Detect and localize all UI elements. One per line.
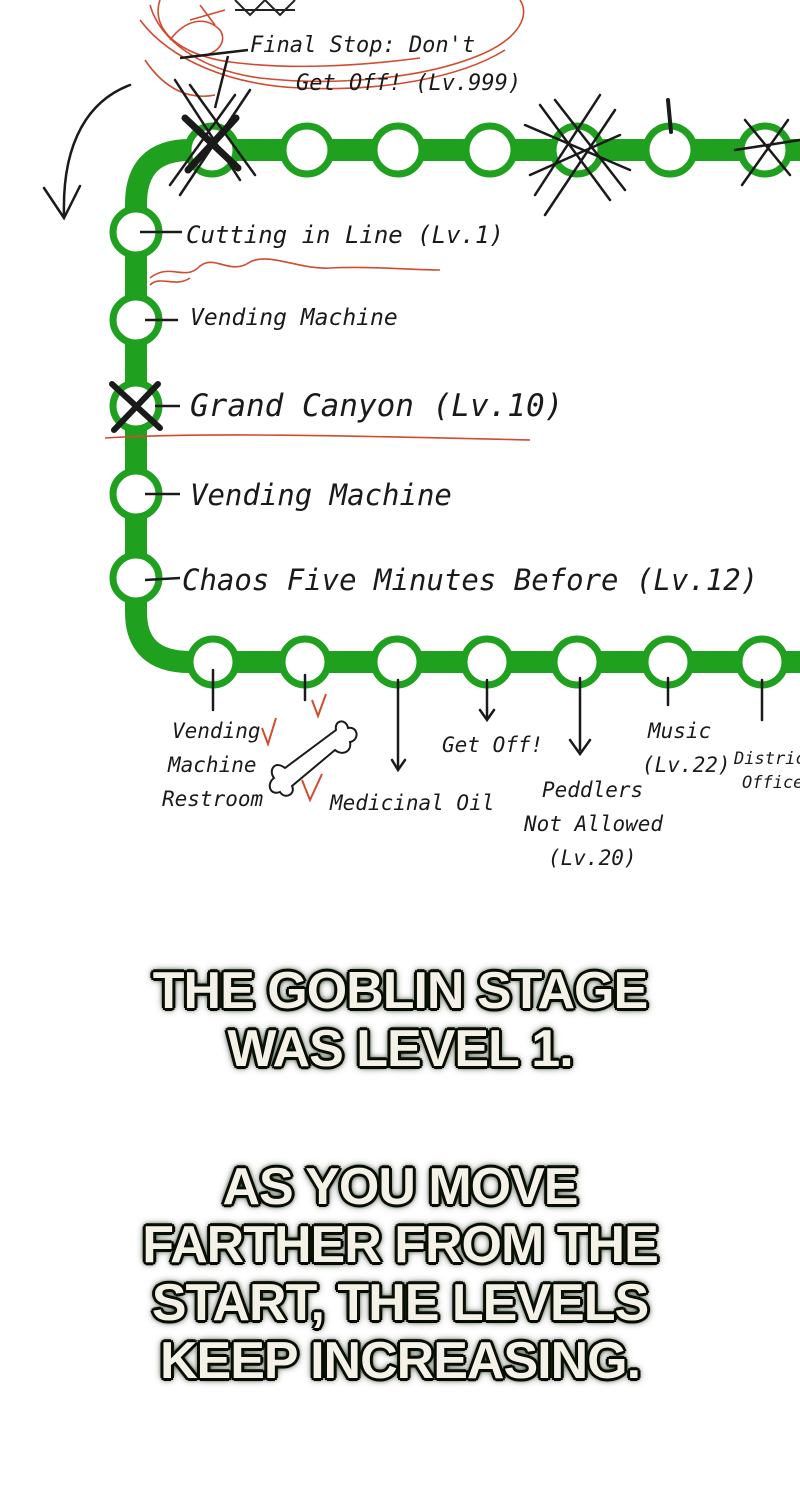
caption-line: START, THE LEVELS bbox=[151, 1274, 649, 1332]
station-top-2[interactable] bbox=[279, 122, 335, 178]
label-vending-machine-1: Vending Machine bbox=[190, 305, 398, 331]
station-peddlers[interactable] bbox=[550, 635, 604, 689]
label-district-office-2: Office bbox=[742, 773, 800, 793]
label-grand-canyon: Grand Canyon (Lv.10) bbox=[190, 388, 563, 424]
caption-line: WAS LEVEL 1. bbox=[227, 1020, 573, 1078]
label-cutting-in-line: Cutting in Line (Lv.1) bbox=[186, 221, 504, 249]
label-peddlers-1: Peddlers bbox=[542, 778, 643, 802]
cross-out-marks bbox=[109, 78, 800, 433]
top-red-scribble bbox=[139, 0, 525, 97]
red-underlines bbox=[104, 258, 531, 441]
station-medicinal-oil-2[interactable] bbox=[370, 635, 424, 689]
label-district-office-1: District bbox=[733, 749, 800, 769]
bottom-labels: Vending Machine Restroom Medicinal Oil G… bbox=[162, 719, 800, 870]
top-black-marks bbox=[234, 0, 296, 17]
red-check-marks bbox=[261, 693, 327, 803]
label-vending-restroom-2: Machine bbox=[167, 753, 257, 777]
bone-icon bbox=[268, 720, 358, 797]
caption-line: AS YOU MOVE bbox=[222, 1158, 578, 1216]
label-vending-restroom-1: Vending bbox=[172, 719, 261, 743]
label-chaos: Chaos Five Minutes Before (Lv.12) bbox=[182, 563, 758, 597]
final-stop-line-2: Get Off! (Lv.999) bbox=[296, 71, 521, 96]
station-top-4[interactable] bbox=[462, 122, 518, 178]
label-music-2: (Lv.22) bbox=[642, 753, 731, 777]
caption-line: THE GOBLIN STAGE bbox=[152, 962, 648, 1020]
caption-paragraph-2: AS YOU MOVE FARTHER FROM THE START, THE … bbox=[0, 1158, 800, 1390]
label-peddlers-2: Not Allowed bbox=[523, 812, 663, 836]
station-get-off[interactable] bbox=[460, 635, 514, 689]
station-chaos[interactable] bbox=[109, 551, 163, 605]
label-connectors bbox=[140, 48, 249, 582]
caption-paragraph-1: THE GOBLIN STAGE WAS LEVEL 1. bbox=[0, 962, 800, 1078]
station-district-office[interactable] bbox=[735, 635, 789, 689]
final-stop-label: Final Stop: Don't Get Off! (Lv.999) bbox=[250, 33, 521, 96]
label-peddlers-3: (Lv.20) bbox=[548, 846, 637, 870]
final-stop-line-1: Final Stop: Don't bbox=[250, 33, 475, 58]
bottom-ticks bbox=[211, 668, 764, 773]
left-labels: Cutting in Line (Lv.1) Vending Machine G… bbox=[182, 221, 758, 597]
station-top-3[interactable] bbox=[370, 122, 426, 178]
label-vending-restroom-3: Restroom bbox=[162, 787, 264, 811]
label-vending-machine-2: Vending Machine bbox=[190, 478, 452, 512]
caption-line: KEEP INCREASING. bbox=[159, 1332, 641, 1390]
direction-arrow bbox=[42, 83, 132, 221]
caption-line: FARTHER FROM THE bbox=[142, 1216, 659, 1274]
label-music-1: Music bbox=[647, 719, 711, 743]
label-medicinal-oil: Medicinal Oil bbox=[329, 791, 494, 815]
label-get-off: Get Off! bbox=[442, 733, 543, 757]
